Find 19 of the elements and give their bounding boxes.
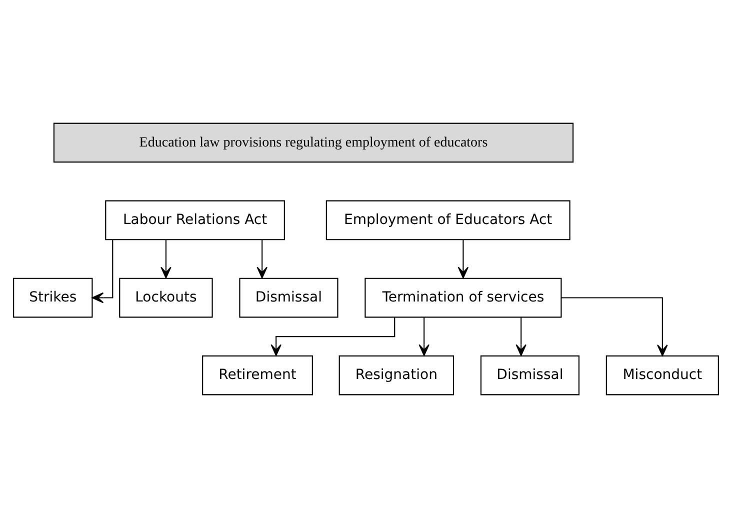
arrow <box>418 317 430 356</box>
node-box: Resignation <box>338 355 454 396</box>
arrow <box>160 240 172 278</box>
arrow <box>92 240 114 304</box>
node-box: Retirement <box>202 355 313 396</box>
node-box: Dismissal <box>239 278 338 318</box>
node-box: Lockouts <box>119 278 213 318</box>
arrow <box>516 317 526 356</box>
node-box: Employment of Educators Act <box>326 200 570 240</box>
arrow <box>256 240 268 278</box>
node-box: Dismissal <box>480 355 580 396</box>
arrow <box>270 318 396 356</box>
node-box: Education law provisions regulating employment of educators <box>53 122 574 163</box>
node-box: Strikes <box>13 278 93 318</box>
node-box: Termination of services <box>364 278 562 318</box>
arrow <box>458 240 469 278</box>
node-box: Misconduct <box>606 355 719 396</box>
arrow <box>561 297 668 356</box>
node-box: Labour Relations Act <box>105 200 285 240</box>
